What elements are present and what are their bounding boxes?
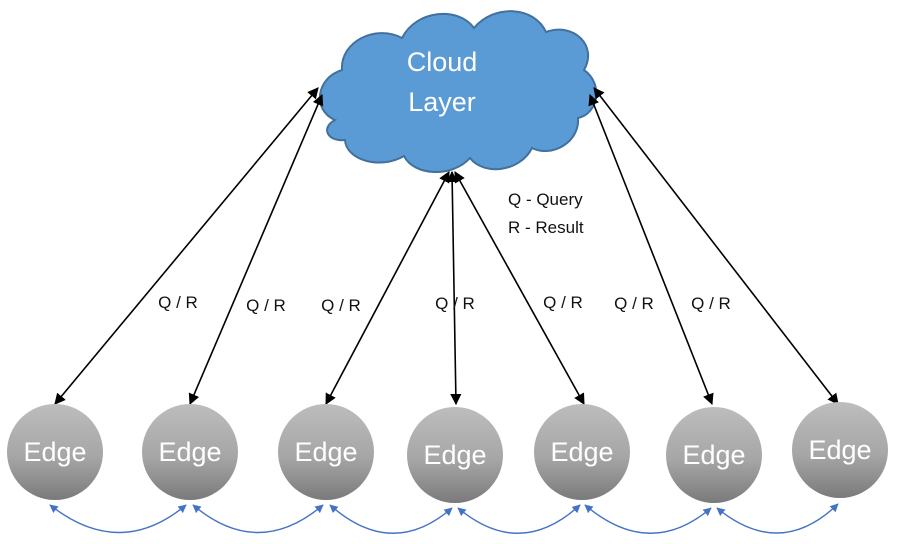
link-labels: Q / R Q / R Q / R Q / R Q / R Q / R Q / … [158,293,731,315]
edge-node-label: Edge [808,435,871,465]
edge-node-7: Edge [792,402,888,498]
edge-node-label: Edge [158,437,221,467]
edge-node-circle [278,404,374,500]
link-label-7: Q / R [691,294,731,313]
edge-node-6: Edge [666,407,762,503]
cloud-layer: Cloud Layer [319,10,598,173]
cloud-shape [319,10,598,173]
query-result-arrows [54,87,839,406]
edge-node-circle [666,407,762,503]
edge-node-label: Edge [550,437,613,467]
peer-link-6-7 [716,503,839,534]
edge-node-label: Edge [23,437,86,467]
arrow-edge-3 [325,171,450,405]
edge-node-circle [534,404,630,500]
edge-node-label: Edge [682,440,745,470]
link-label-2: Q / R [246,296,286,315]
legend-result: R - Result [508,218,584,237]
edge-node-circle [792,402,888,498]
legend: Q - Query R - Result [508,190,584,237]
cloud-title-line2: Layer [408,87,476,117]
arrow-edge-7 [593,87,839,405]
edge-node-4: Edge [407,407,503,503]
peer-link-3-4 [329,504,453,534]
peer-link-2-3 [192,504,324,534]
cloud-title-line1: Cloud [407,47,478,77]
edge-node-circle [142,404,238,500]
peer-links [49,503,839,534]
arrow-edge-6 [588,93,714,406]
edge-node-3: Edge [278,404,374,500]
arrow-edge-1 [54,87,319,405]
link-label-6: Q / R [614,294,654,313]
link-label-4: Q / R [435,294,475,313]
edge-node-label: Edge [423,440,486,470]
peer-link-5-6 [584,504,712,534]
edge-node-circle [7,404,103,500]
edge-node-circle [407,407,503,503]
link-label-5: Q / R [543,293,583,312]
arrow-edge-5 [454,171,585,405]
edge-node-label: Edge [294,437,357,467]
legend-query: Q - Query [508,190,583,209]
edge-node-1: Edge [7,404,103,500]
link-label-1: Q / R [158,293,198,312]
edge-nodes: Edge Edge Edge Edge Edge Edge Edge [7,402,888,503]
link-label-3: Q / R [321,296,361,315]
peer-link-4-5 [457,504,581,534]
peer-link-1-2 [49,504,187,534]
arrow-edge-4 [446,170,462,406]
edge-node-2: Edge [142,404,238,500]
arrow-edge-2 [188,93,324,406]
edge-node-5: Edge [534,404,630,500]
